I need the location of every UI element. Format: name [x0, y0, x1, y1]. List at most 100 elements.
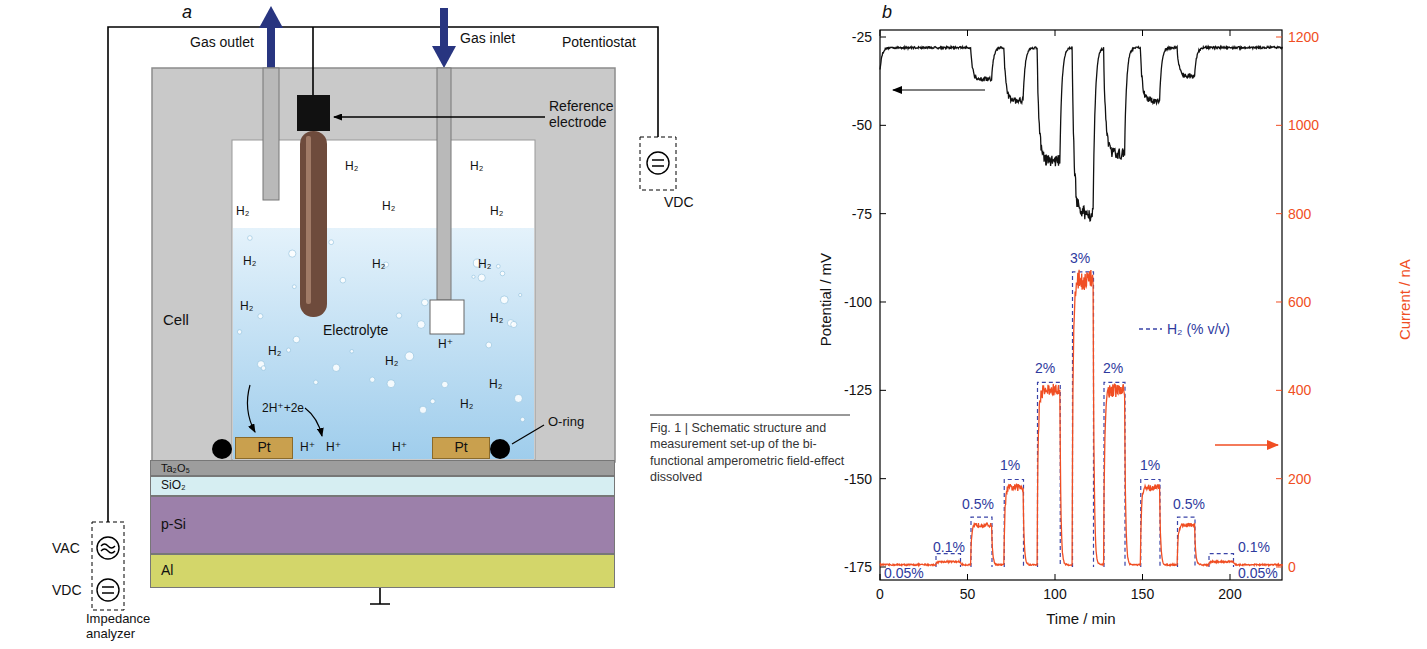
- leader-line: [334, 116, 545, 117]
- impedance-analyzer-symbol: [101, 544, 115, 553]
- concentration-label: 0.5%: [1173, 496, 1205, 512]
- species-label: H₂: [470, 160, 483, 174]
- tick-label: 1000: [1288, 117, 1319, 133]
- tick-label: 600: [1288, 294, 1311, 310]
- chart-frame: [1276, 390, 1282, 391]
- concentration-label: 2%: [1103, 360, 1123, 376]
- species-label: H⁺: [392, 441, 407, 455]
- chart-frame: [880, 574, 881, 580]
- gas-bubble: [500, 271, 505, 276]
- tick-label: 0: [1288, 559, 1296, 575]
- gas-bubble: [333, 364, 340, 371]
- impedance-analyzer-symbol: [97, 579, 119, 601]
- gas-bubble: [519, 293, 522, 296]
- circuit-wire: [370, 588, 390, 604]
- gas-bubble: [472, 275, 475, 278]
- concentration-step: [1038, 382, 1061, 567]
- species-label: H₂: [243, 255, 256, 269]
- gas-bubble: [314, 380, 318, 384]
- node-label: Al: [161, 563, 173, 578]
- concentration-label: 1%: [1000, 457, 1020, 473]
- gas-bubble: [293, 336, 300, 343]
- gas-bubble: [237, 234, 524, 422]
- signal-label: VDC: [664, 194, 694, 210]
- sio2-layer: SiO₂: [150, 476, 615, 496]
- species-label: H₂: [490, 205, 503, 219]
- data-curve: [880, 47, 1283, 221]
- gas-bubble: [430, 399, 435, 404]
- tick-label: 400: [1288, 382, 1311, 398]
- chart-frame: [1276, 213, 1282, 214]
- tick-label: 200: [1288, 471, 1311, 487]
- potentiostat-symbol: [640, 137, 676, 190]
- legend-swatch: [1139, 328, 1162, 329]
- chart-frame: [967, 30, 968, 36]
- part-label: O-ring: [548, 415, 584, 430]
- gas-outlet-tube: [263, 68, 279, 200]
- chart-frame: [880, 125, 886, 126]
- legend-entry: H₂ (% v/v): [1138, 321, 1230, 337]
- tick-label: 800: [1288, 206, 1311, 222]
- gas-inlet-tube: [430, 68, 464, 334]
- species-label: H₂: [345, 160, 358, 174]
- gas-bubble: [396, 313, 401, 318]
- legend-swatch: [1138, 324, 1164, 334]
- species-label: H₂: [372, 258, 385, 272]
- species-label: H₂: [460, 398, 473, 412]
- gas-bubble: [417, 321, 425, 329]
- reference-electrode: [306, 136, 311, 304]
- gas-flow-arrow: [259, 6, 456, 70]
- chart-frame: [880, 301, 886, 302]
- concentration-label: 2%: [1035, 360, 1055, 376]
- tick-label: -125: [844, 382, 872, 398]
- panel-letter: a: [182, 2, 192, 23]
- axis-pointer-arrow: [893, 90, 1278, 445]
- part-label: Potentiostat: [562, 34, 636, 50]
- concentration-step: [1104, 382, 1125, 567]
- axis-title: Potential / mV: [817, 253, 834, 346]
- impedance-analyzer-symbol: [92, 522, 124, 610]
- pt-electrode: Pt: [235, 437, 293, 459]
- concentration-label: 1%: [1140, 457, 1160, 473]
- gas-flow-arrow: [267, 26, 275, 70]
- tick-label: -75: [852, 206, 872, 222]
- chart-frame: [880, 390, 886, 391]
- chart-frame: [880, 30, 881, 36]
- o-ring: [212, 439, 232, 459]
- tick-label: 100: [1043, 586, 1066, 602]
- node-label: Ta₂O₅: [161, 462, 190, 474]
- chart-frame: [1055, 30, 1056, 36]
- reaction-label: 2H⁺+2e: [262, 402, 304, 416]
- gas-bubble: [511, 321, 517, 327]
- gas-bubble: [500, 296, 508, 304]
- gas-bubble: [287, 348, 291, 352]
- tick-label: -175: [844, 559, 872, 575]
- impedance-analyzer-symbol: [92, 522, 124, 610]
- reference-electrode: [297, 95, 330, 131]
- gas-bubble: [237, 330, 241, 334]
- concentration-label: 0.05%: [1238, 565, 1278, 581]
- gas-bubble: [442, 381, 448, 387]
- chart-frame: [1276, 301, 1282, 302]
- chart-frame: [880, 213, 886, 214]
- part-label: Reference electrode: [549, 98, 629, 130]
- figure-caption: Fig. 1 | Schematic structure and measure…: [650, 420, 850, 485]
- species-label: H₂: [490, 312, 503, 326]
- cell-housing: [152, 68, 615, 462]
- tick-label: 0: [876, 586, 884, 602]
- gas-bubble: [514, 394, 522, 402]
- reference-electrode: [297, 95, 330, 317]
- species-label: H⁺: [438, 338, 453, 352]
- node-label: SiO₂: [161, 479, 186, 492]
- gas-bubble: [387, 380, 395, 388]
- chart-frame: [1055, 574, 1056, 580]
- concentration-step: [1073, 272, 1094, 567]
- reaction-arrow: [247, 385, 255, 432]
- node-label: Pt: [454, 440, 467, 455]
- gas-inlet-tube: [437, 68, 451, 300]
- gas-bubble: [248, 236, 253, 241]
- axis-pointer-arrow: [893, 89, 985, 90]
- node-label: p-Si: [161, 517, 186, 532]
- cell-housing: [233, 228, 534, 459]
